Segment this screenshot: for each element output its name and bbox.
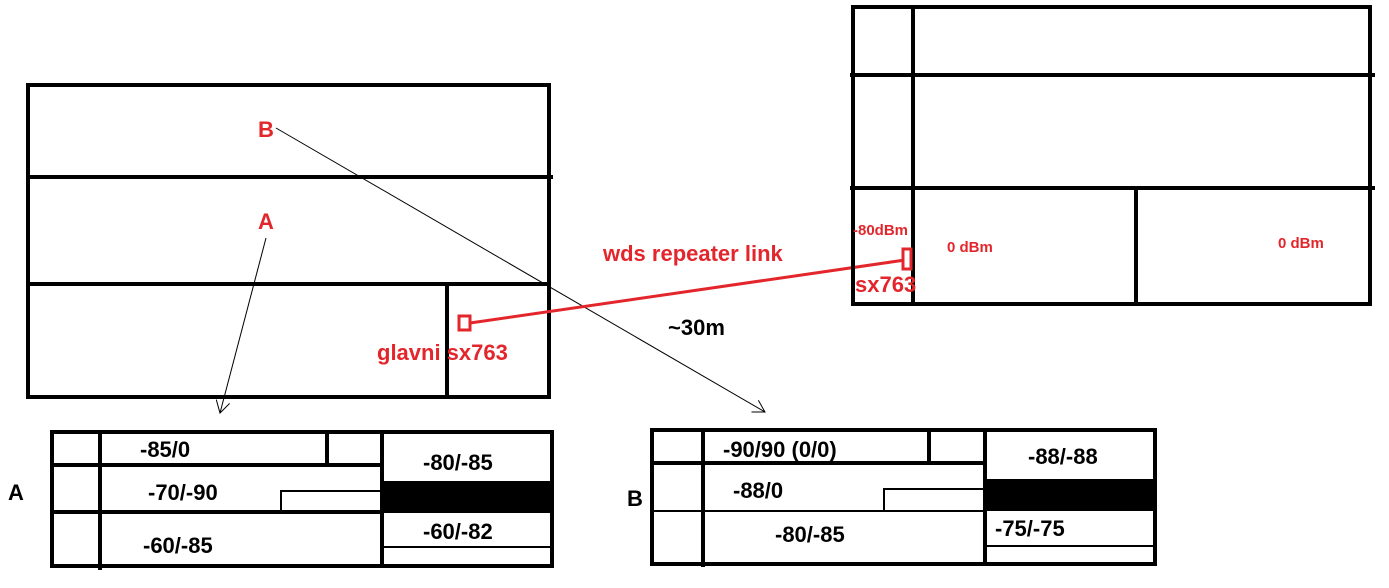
table-cell: -60/-85	[143, 533, 213, 558]
arrow-b-to-table	[275, 127, 765, 412]
table-cell: -80/-85	[423, 450, 493, 475]
right-floorplan: -80dBm 0 dBm 0 dBm sx763	[850, 5, 1375, 306]
arrow-a-to-table	[220, 237, 267, 413]
table-cell: -85/0	[140, 437, 190, 462]
signal-table-b: B -90/90 (0/0) -88/0 -80/-85 -88/-88 -75…	[627, 428, 1157, 567]
main-router-label: glavni sx763	[377, 340, 508, 365]
right-building-outline	[851, 5, 1372, 306]
cell-box	[883, 488, 986, 512]
table-cell: -88/-88	[1028, 444, 1098, 469]
cell-box	[280, 490, 383, 513]
signal-label-right: 0 dBm	[1278, 235, 1324, 252]
table-cell: -90/90 (0/0)	[723, 437, 837, 462]
table-cell: -80/-85	[775, 522, 845, 547]
distance-label: ~30m	[668, 315, 725, 340]
table-cell: -60/-82	[423, 519, 493, 544]
signal-table-a: A -85/0 -70/-90 -60/-85 -80/-85 -60/-82	[8, 430, 554, 570]
main-router-icon	[457, 314, 472, 332]
table-cell: -75/-75	[995, 516, 1065, 541]
left-floorplan: B A glavni sx763	[26, 83, 553, 399]
filled-block	[382, 481, 552, 513]
filled-block	[985, 479, 1155, 511]
table-a-label: A	[8, 480, 24, 505]
signal-label-left: -80dBm	[853, 222, 908, 239]
repeater-icon	[901, 247, 913, 271]
repeater-label: sx763	[855, 272, 916, 297]
wds-link-line	[469, 258, 906, 325]
table-cell: -88/0	[733, 478, 783, 503]
table-b-label: B	[627, 486, 643, 511]
point-a-label: A	[258, 209, 274, 234]
left-building-outline	[26, 83, 551, 399]
wds-link-label: wds repeater link	[602, 241, 784, 266]
point-b-label: B	[258, 117, 274, 142]
table-cell: -70/-90	[148, 480, 218, 505]
signal-label-mid: 0 dBm	[947, 239, 993, 256]
